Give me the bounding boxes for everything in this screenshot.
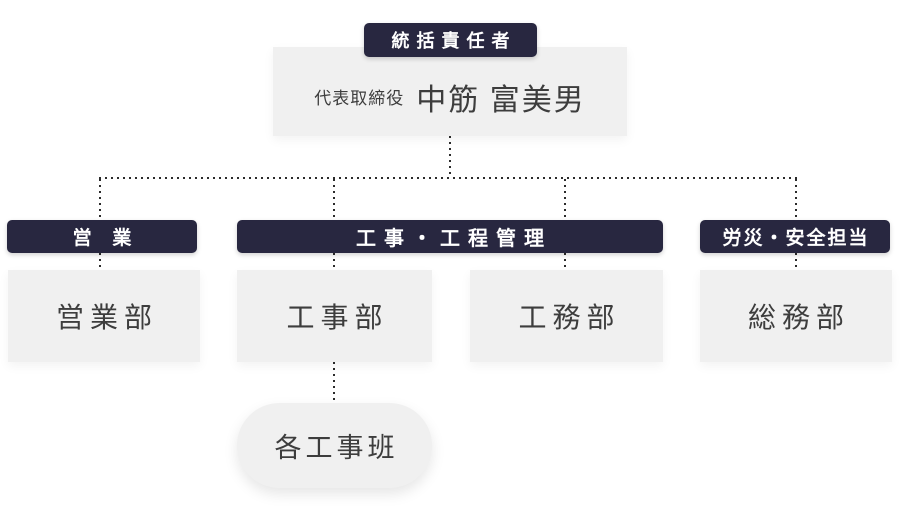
connector-general-affairs-dept-drop <box>795 253 797 271</box>
connector-engineering-dept-drop <box>564 253 566 271</box>
connector-sales-dept-drop <box>99 253 101 271</box>
connector-branch-construction-left-drop <box>333 179 335 220</box>
branch-badge-safety: 労災・安全担当 <box>700 220 890 253</box>
connector-branch-construction-right-drop <box>564 179 566 220</box>
branch-badge-sales: 営 業 <box>7 220 197 253</box>
root-person-title: 代表取締役 <box>314 89 405 108</box>
root-person-card: 代表取締役 中筋 富美男 <box>273 47 627 136</box>
connector-branch-sales-drop <box>99 179 101 220</box>
dept-box-sales: 営業部 <box>8 270 200 362</box>
root-person-name: 中筋 富美男 <box>416 83 586 117</box>
dept-box-engineering: 工務部 <box>470 270 663 362</box>
branch-badge-construction-management: 工事・工程管理 <box>237 220 663 253</box>
dept-box-construction: 工事部 <box>237 270 432 362</box>
unit-pill-work-crews: 各工事班 <box>237 403 432 488</box>
connector-root-drop <box>449 136 451 178</box>
connector-construction-dept-drop <box>333 253 335 271</box>
dept-box-general-affairs: 総務部 <box>700 270 892 362</box>
connector-horizontal-bus <box>99 177 797 179</box>
root-role-badge: 統括責任者 <box>364 23 537 57</box>
connector-work-crews-drop <box>333 362 335 403</box>
connector-branch-safety-drop <box>795 179 797 220</box>
